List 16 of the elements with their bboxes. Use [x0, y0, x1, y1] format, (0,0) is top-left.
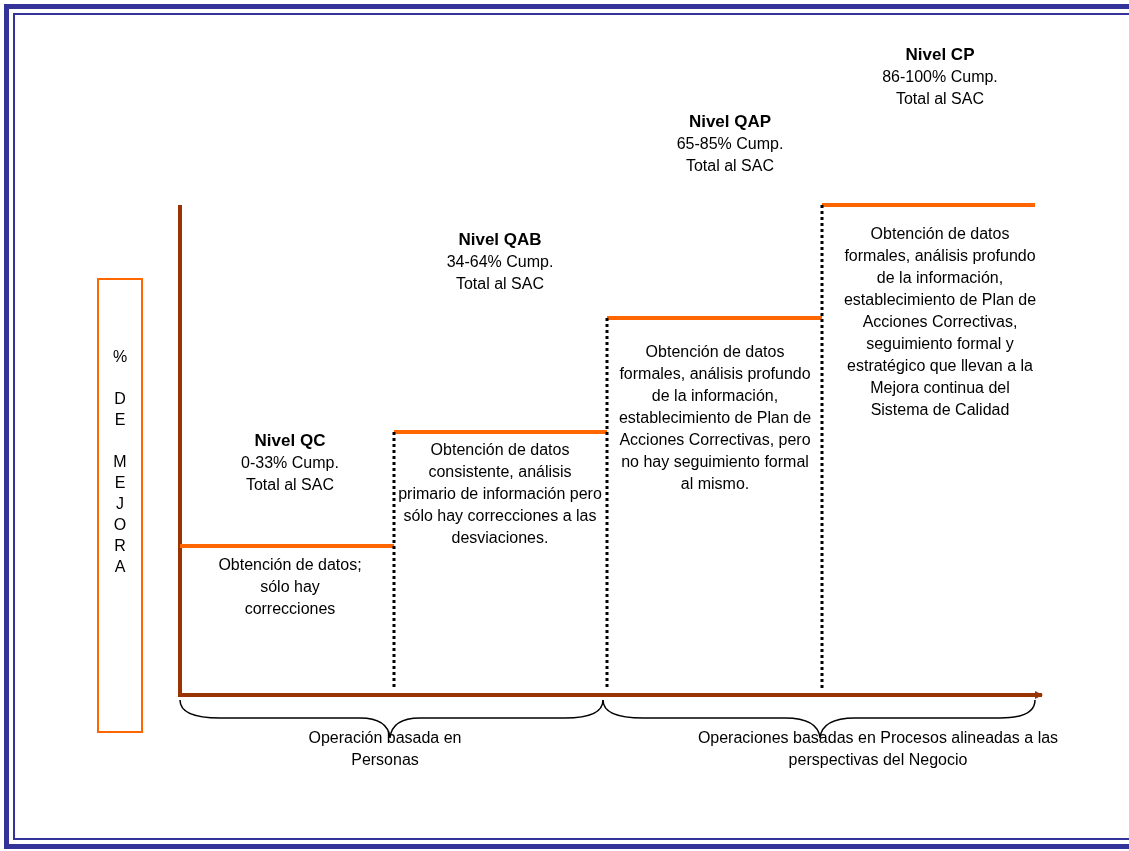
level-description: Obtención de datos formales, análisis profundo de la información, establecimiento de Plan de Acciones Correctivas, pero no hay seguimiento formal al mismo.	[617, 342, 813, 494]
level-heading: Nivel CP	[904, 44, 976, 66]
level-description: 65-85% Cump. Total al SAC	[675, 134, 785, 176]
level-description: 86-100% Cump. Total al SAC	[881, 67, 999, 109]
level-description: 34-64% Cump. Total al SAC	[445, 252, 555, 294]
axis-label-box	[97, 278, 143, 733]
level-description: Obtención de datos; sólo hay correcciones	[217, 555, 363, 619]
phase-label: Operaciones basadas en Procesos alineadas a las perspectivas del Negocio	[696, 728, 1060, 770]
axis-label: % DE MEJORA	[112, 347, 128, 577]
level-description: 0-33% Cump. Total al SAC	[240, 453, 340, 495]
level-heading: Nivel QAB	[457, 229, 543, 251]
phase-label: Operación basada en Personas	[307, 728, 463, 770]
level-heading: Nivel QAP	[687, 111, 773, 133]
level-description: Obtención de datos formales, análisis profundo de la información, establecimiento de Plan de Acciones Correctivas, seguimiento formal y estratégico que llevan a la Mejora continua del Sistema de Calidad	[842, 224, 1038, 420]
level-description: Obtención de datos consistente, análisis primario de información pero sólo hay correcciones a las desviaciones.	[397, 440, 603, 548]
level-heading: Nivel QC	[253, 430, 327, 452]
